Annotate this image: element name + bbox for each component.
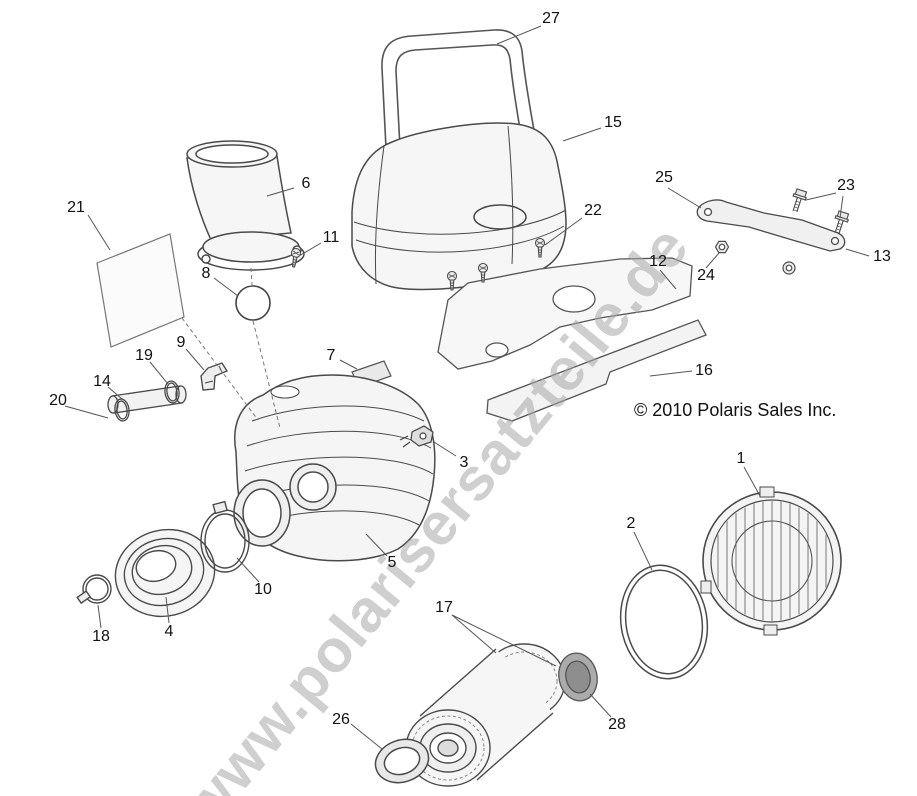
leader-23b <box>839 195 844 219</box>
callout-19: 19 <box>135 347 153 364</box>
leader-25 <box>667 187 702 209</box>
leader-22 <box>544 217 583 246</box>
copyright-text: © 2010 Polaris Sales Inc. <box>634 400 837 420</box>
leader-28 <box>589 693 612 718</box>
leader-17b <box>451 614 557 667</box>
callout-6: 6 <box>301 175 311 192</box>
leader-18 <box>97 604 102 629</box>
part-sensor <box>399 425 434 448</box>
leader-3 <box>433 441 457 457</box>
leader-14 <box>107 386 123 400</box>
part-intake-boot <box>114 528 216 618</box>
placement-dashes <box>181 267 281 429</box>
callout-26: 26 <box>332 711 350 728</box>
leader-16 <box>649 370 693 377</box>
leader-8 <box>213 277 239 297</box>
part-oring-small <box>235 285 271 321</box>
callout-4: 4 <box>164 623 174 640</box>
part-clamp-small <box>76 574 112 605</box>
part-nut-washer <box>714 240 796 275</box>
callout-8: 8 <box>201 265 211 282</box>
callout-22: 22 <box>584 202 602 219</box>
leader-7 <box>339 359 358 370</box>
part-clamp-hose-right <box>164 380 180 404</box>
callout-3: 3 <box>459 454 469 471</box>
part-end-cap <box>700 486 842 636</box>
part-cover-handle <box>381 29 539 209</box>
callout-14: 14 <box>93 373 111 390</box>
part-support-bracket <box>696 199 846 252</box>
callout-10: 10 <box>254 581 272 598</box>
leader-12 <box>659 269 677 290</box>
part-airbox-cover <box>351 122 567 291</box>
part-intake-snorkel <box>186 140 305 271</box>
callout-11: 11 <box>322 229 340 246</box>
part-clamp-large <box>200 500 250 573</box>
part-air-filter <box>405 643 566 787</box>
leader-1 <box>743 466 761 497</box>
leader-23a <box>805 192 837 201</box>
callout-9: 9 <box>176 334 186 351</box>
leader-lines <box>64 25 870 750</box>
callout-13: 13 <box>873 248 891 265</box>
leader-15 <box>562 127 602 142</box>
callout-23: 23 <box>837 177 855 194</box>
part-seal-ring <box>374 738 430 784</box>
leader-21 <box>87 214 111 251</box>
callout-25: 25 <box>655 169 673 186</box>
callout-16: 16 <box>695 362 713 379</box>
leader-4 <box>165 596 170 624</box>
leader-9 <box>185 348 205 371</box>
leader-10 <box>236 557 260 583</box>
callout-18: 18 <box>92 628 110 645</box>
callout-27: 27 <box>542 10 560 27</box>
leader-19 <box>149 361 169 385</box>
callout-20: 20 <box>49 392 67 409</box>
part-seal-strip <box>486 319 707 422</box>
callout-28: 28 <box>608 716 626 733</box>
callout-5: 5 <box>387 554 397 571</box>
leader-13 <box>845 248 870 257</box>
part-airbox-body <box>233 374 436 562</box>
part-gasket-plate <box>437 257 693 370</box>
leader-26 <box>350 723 383 750</box>
callout-15: 15 <box>604 114 622 131</box>
part-clamp-hose-left <box>114 398 130 422</box>
callout-2: 2 <box>626 515 636 532</box>
part-rubber-cap <box>558 652 598 702</box>
callout-12: 12 <box>649 253 667 270</box>
callout-1: 1 <box>736 450 746 467</box>
leader-20 <box>64 405 109 419</box>
leader-6 <box>266 187 295 197</box>
callout-24: 24 <box>697 267 715 284</box>
part-oring-large <box>619 564 709 680</box>
leader-5 <box>365 533 388 557</box>
part-fitting <box>200 362 228 391</box>
leader-11 <box>298 242 322 257</box>
leader-24 <box>705 252 720 269</box>
callout-7: 7 <box>326 347 336 364</box>
leader-27 <box>496 25 542 45</box>
leader-2 <box>633 531 653 571</box>
part-panel <box>96 233 185 348</box>
leader-17a <box>451 614 497 654</box>
callout-17: 17 <box>435 599 453 616</box>
callout-21: 21 <box>67 199 85 216</box>
